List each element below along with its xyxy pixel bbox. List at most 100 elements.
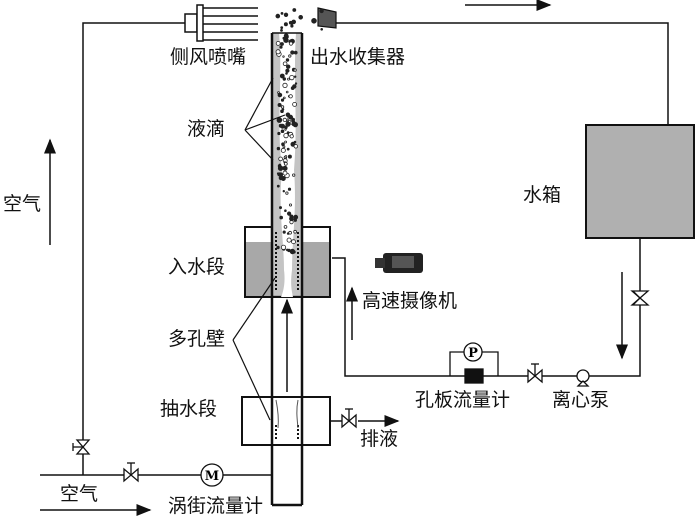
- label-side-nozzle: 侧风喷嘴: [170, 46, 247, 68]
- droplet: [280, 11, 284, 15]
- droplet: [282, 82, 288, 89]
- centrifugal-pump-icon: [576, 369, 590, 387]
- pressure-tap-lines: [449, 351, 499, 376]
- air-pipe-vertical: [82, 22, 185, 475]
- droplet: [276, 172, 280, 175]
- droplet: [282, 165, 288, 171]
- droplet: [288, 94, 293, 99]
- droplet: [288, 20, 293, 25]
- droplet: [280, 28, 283, 32]
- label-air-left: 空气: [3, 193, 42, 215]
- orifice-plate-icon: [464, 368, 484, 384]
- droplet: [277, 92, 283, 98]
- droplet: [285, 58, 290, 62]
- label-centrifugal-pump: 离心泵: [552, 389, 610, 411]
- pressure-gauge-symbol: P: [468, 346, 478, 361]
- droplet: [282, 230, 286, 234]
- valve-icon: [630, 290, 650, 306]
- droplet: [284, 155, 288, 158]
- droplet: [282, 77, 286, 81]
- droplet: [290, 24, 294, 28]
- droplet: [288, 41, 294, 46]
- droplet: [320, 27, 324, 31]
- flowmeter-symbol: M: [205, 469, 219, 484]
- droplet: [280, 26, 284, 30]
- droplet: [282, 36, 286, 40]
- droplet: [284, 209, 287, 213]
- water-tank: [585, 124, 695, 239]
- label-water-tank: 水箱: [523, 184, 562, 206]
- droplet: [286, 147, 290, 151]
- droplet: [276, 146, 281, 151]
- droplet: [292, 102, 298, 107]
- label-water-collector: 出水收集器: [310, 46, 406, 68]
- valve-icon: [527, 363, 543, 384]
- droplet: [283, 12, 289, 17]
- droplet: [290, 86, 295, 90]
- droplet: [283, 133, 289, 139]
- droplet: [280, 98, 285, 102]
- droplets-group: [275, 8, 324, 255]
- vortex-flowmeter-icon: [200, 463, 224, 487]
- droplet: [292, 8, 297, 12]
- droplet: [286, 119, 290, 123]
- droplet: [311, 17, 317, 24]
- droplet: [282, 96, 286, 100]
- droplet: [279, 45, 283, 49]
- droplet: [282, 189, 286, 193]
- droplet: [289, 134, 294, 139]
- droplet: [280, 42, 284, 46]
- droplet: [275, 41, 281, 46]
- droplet: [281, 142, 285, 147]
- droplet: [294, 82, 298, 85]
- label-droplets: 液滴: [187, 118, 226, 140]
- water-collector-icon: [317, 7, 337, 29]
- droplet: [289, 216, 294, 222]
- droplet: [292, 173, 296, 177]
- droplet: [287, 154, 292, 159]
- droplet: [282, 117, 287, 123]
- droplet: [280, 244, 287, 250]
- droplet: [284, 140, 288, 144]
- droplet: [279, 73, 285, 79]
- droplet: [288, 203, 292, 207]
- droplet: [281, 108, 285, 111]
- valve-icon: [123, 462, 139, 483]
- droplet: [293, 68, 297, 72]
- droplet: [280, 105, 285, 109]
- label-porous-wall: 多孔壁: [168, 328, 226, 350]
- label-air-bottom: 空气: [60, 483, 99, 505]
- droplet: [289, 75, 295, 81]
- droplet: [275, 13, 281, 19]
- return-pipe-top: [336, 22, 669, 125]
- high-speed-camera-icon: [375, 253, 423, 273]
- side-nozzle-icon: [184, 4, 258, 42]
- droplet: [285, 90, 289, 94]
- droplet: [283, 22, 288, 27]
- droplet: [275, 49, 281, 55]
- droplet: [293, 50, 298, 55]
- droplet: [288, 54, 292, 58]
- label-drain: 排液: [360, 428, 399, 450]
- droplet: [279, 123, 285, 129]
- droplet: [283, 33, 289, 39]
- droplet: [277, 103, 282, 108]
- label-extraction-section: 抽水段: [160, 398, 218, 420]
- droplet: [298, 14, 304, 20]
- droplet: [293, 140, 297, 144]
- label-inlet-section: 入水段: [168, 256, 226, 278]
- droplet: [293, 144, 298, 149]
- droplet: [282, 55, 285, 58]
- extraction-section-box: [241, 396, 331, 446]
- label-vortex-flowmeter: 涡街流量计: [168, 495, 264, 517]
- droplet: [294, 75, 297, 78]
- droplet: [282, 170, 288, 176]
- droplet: [291, 239, 296, 245]
- droplet: [278, 206, 282, 210]
- droplet: [292, 250, 296, 254]
- droplet: [287, 77, 290, 81]
- droplet: [277, 165, 284, 171]
- droplet: [283, 225, 288, 229]
